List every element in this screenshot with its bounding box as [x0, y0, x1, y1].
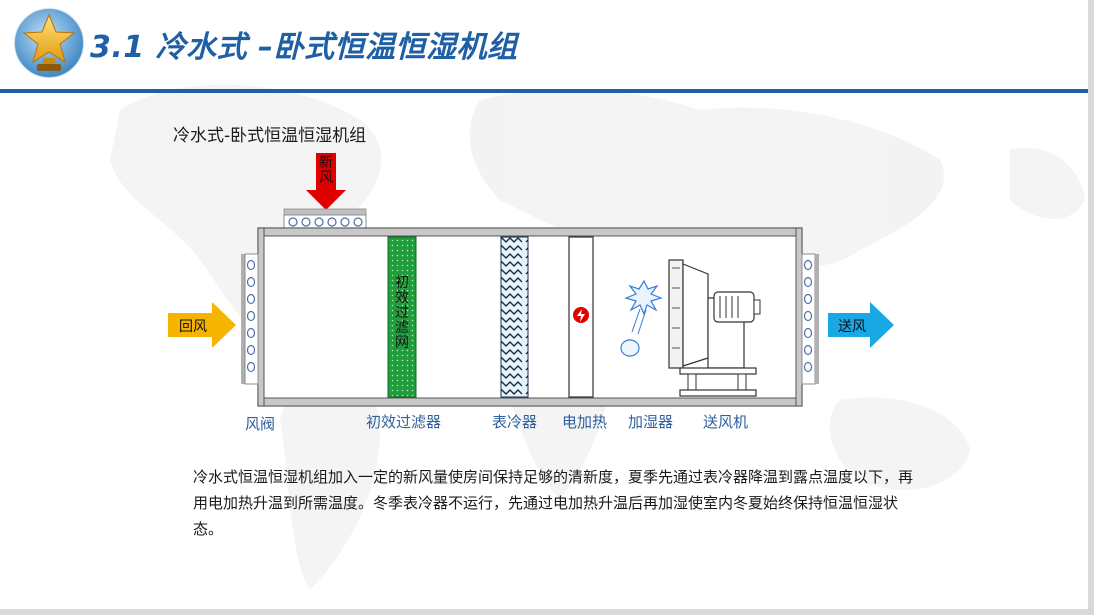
fan-label: 送风机: [703, 413, 749, 431]
humidifier-label: 加湿器: [628, 413, 674, 431]
primary-filter: [387, 236, 417, 398]
supply-air-label: 送风: [838, 319, 866, 335]
filter-label: 初效过滤器: [366, 413, 442, 431]
supply-air-damper: [801, 253, 819, 385]
ahu-diagram: [168, 153, 894, 407]
description-text: 冷水式恒温恒湿机组加入一定的新风量使房间保持足够的清新度，夏季先通过表冷器降温到…: [193, 468, 914, 538]
slide-title: 3.1 冷水式 –卧式恒温恒湿机组: [90, 30, 518, 65]
electric-heater: [568, 236, 594, 398]
fresh-air-label: 新风: [319, 155, 333, 186]
slide-frame-bottom: [0, 609, 1094, 615]
cooler-label: 表冷器: [492, 413, 538, 431]
cooling-coil: [500, 236, 529, 398]
slide-frame-right: [1088, 0, 1094, 615]
return-air-label: 回风: [179, 319, 207, 335]
heater-label: 电加热: [562, 413, 608, 431]
humidifier: [620, 279, 663, 357]
return-air-damper: [241, 253, 259, 385]
diagram-title: 冷水式-卧式恒温恒湿机组: [173, 126, 367, 146]
title-underline: [0, 89, 1088, 93]
fresh-air-arrow: [306, 153, 346, 210]
filter-inner-label: 初效过滤网: [395, 275, 409, 351]
star-trophy-icon: [13, 7, 85, 79]
return-air-arrow: [168, 302, 236, 348]
supply-fan: [668, 259, 761, 397]
damper-label: 风阀: [245, 415, 276, 433]
fresh-air-damper: [283, 208, 367, 230]
supply-air-arrow: [828, 302, 894, 348]
